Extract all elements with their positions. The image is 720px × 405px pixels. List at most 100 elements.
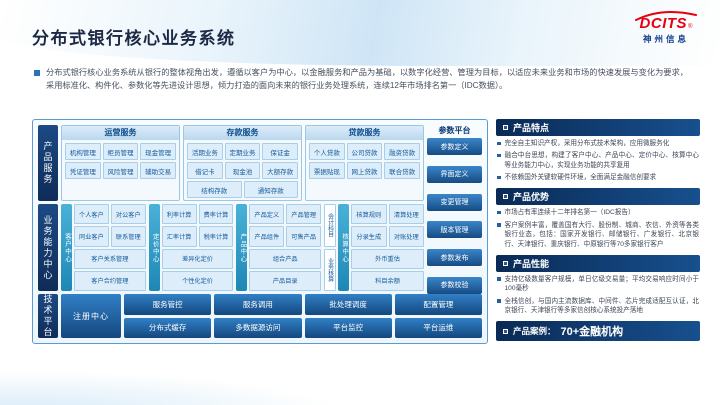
group-title: 存款服务	[184, 126, 301, 140]
capability-chip: 对账处理	[388, 226, 424, 247]
bullet-item: 客户案例丰富，覆盖国有大行、股份制、城商、农信、外资等各类银行业态，包括：国家开…	[497, 221, 699, 249]
tech-item: 批处理调度	[304, 294, 392, 315]
capability-chip: 科目余额	[351, 270, 424, 291]
accounting-subject-box: 会计科目	[324, 204, 337, 247]
product-center-group: 产品中心 产品定义 产品管理 产品组件 可售产品 组合产品 产品目录	[236, 204, 322, 291]
capability-chip: 对公客户	[110, 204, 146, 225]
logo-company-name: 神州信息	[642, 34, 689, 44]
bullet-item: 市场占有率连续十二年排名第一（IDC报告）	[497, 208, 699, 217]
case-label: 产品案例：	[513, 326, 556, 337]
group-title: 贷款服务	[306, 126, 423, 140]
loan-service-group: 贷款服务 个人贷款 公司贷款 融资贷款 票据贴现 网上贷款 联合贷款	[305, 125, 424, 201]
parameter-platform-column: 参数平台 参数定义 界面定义 变更管理 版本管理 参数发布 参数校验	[427, 125, 482, 294]
tech-item: 服务调用	[214, 294, 302, 315]
service-chip: 活期业务	[187, 143, 223, 160]
service-chip: 大额存款	[262, 162, 298, 179]
tech-item: 多数据源访问	[214, 317, 302, 338]
bullet-marker-icon	[497, 153, 501, 158]
bullet-item: 完全自主知识产权，采用分布式技术架构，应用微服务化	[497, 139, 699, 148]
bullet-item: 支持亿级数量客户规模，单日亿级交易量；平均交易响应时间小于100毫秒	[497, 275, 699, 294]
section-title: 产品性能	[513, 258, 550, 269]
service-chip: 柜员管理	[102, 143, 139, 160]
case-value: 70+金融机构	[560, 326, 624, 339]
logo-brand-text: DCITS	[639, 15, 688, 32]
product-performance-section: 产品性能 支持亿级数量客户规模，单日亿级交易量；平均交易响应时间小于100毫秒 …	[496, 254, 700, 316]
panel-square-icon	[503, 194, 508, 200]
group-title: 运营服务	[62, 126, 179, 140]
service-chip: 保证金	[262, 143, 298, 160]
center-label: 客户中心	[61, 204, 72, 291]
param-item: 版本管理	[427, 221, 482, 239]
bullet-marker-icon	[497, 223, 501, 227]
capability-chip: 汇率计算	[161, 226, 197, 247]
bullet-text: 市场占有率连续十二年排名第一（IDC报告）	[504, 209, 635, 217]
service-chip: 结构存款	[187, 181, 242, 198]
product-features-section: 产品特点 完全自主知识产权，采用分布式技术架构，应用微服务化 融合中台思想，构建…	[496, 119, 700, 183]
bullet-marker-icon	[497, 141, 501, 145]
product-cases-section: 产品案例： 70+金融机构	[496, 321, 700, 342]
param-item: 参数定义	[427, 138, 482, 155]
service-chip: 票据贴现	[309, 162, 345, 179]
service-chip: 凭证管理	[65, 162, 101, 179]
bullet-marker-icon	[497, 210, 501, 215]
capability-chip: 客户关系管理	[74, 248, 146, 269]
bullet-marker-icon	[497, 277, 501, 281]
capability-chip: 组合产品	[249, 248, 322, 269]
business-accounting-box: 业务核算	[324, 248, 337, 291]
service-chip: 借记卡	[187, 162, 223, 179]
tech-item: 配置管理	[394, 294, 482, 315]
bottom-gradient-wave	[0, 371, 340, 405]
service-chip: 辅助交易	[140, 162, 176, 179]
panel-square-icon	[503, 125, 508, 130]
product-advantages-section: 产品优势 市场占有率连续十二年排名第一（IDC报告） 客户案例丰富，覆盖国有大行…	[496, 188, 700, 249]
capability-chip: 差异化定价	[161, 248, 234, 269]
service-chip: 风险管理	[102, 162, 139, 179]
info-panel: 产品特点 完全自主知识产权，采用分布式技术架构，应用微服务化 融合中台思想，构建…	[496, 119, 700, 342]
param-item: 界面定义	[427, 165, 482, 183]
capability-chip: 可售产品	[286, 226, 322, 247]
capability-chip: 外币重估	[351, 248, 424, 269]
customer-center-group: 客户中心 个人客户 对公客户 同业客户 联系管理 客户关系管理 客户合约管理	[61, 204, 146, 291]
param-item: 变更管理	[427, 193, 482, 211]
service-chip: 联合贷款	[384, 162, 420, 179]
service-chip: 公司贷款	[346, 143, 383, 160]
capability-chip: 联系管理	[110, 226, 146, 247]
bullet-item: 全栈信创，与国内主流数据库、中间件、芯片完成适配互认证，北京银行、天津银行等多家…	[497, 297, 699, 316]
top-gradient-band	[0, 0, 720, 66]
row-label-product-services: 产品服务	[38, 125, 58, 201]
capability-chip: 产品管理	[286, 204, 322, 225]
capability-chip: 产品组件	[249, 226, 285, 247]
bullet-text: 支持亿级数量客户规模，单日亿级交易量；平均交易响应时间小于100毫秒	[504, 275, 700, 293]
panel-square-icon	[503, 260, 508, 266]
center-label: 产品中心	[236, 204, 248, 291]
operations-service-group: 运营服务 机构管理 柜员管理 现金管理 凭证管理 风险管理 辅助交易	[61, 125, 180, 201]
service-chip: 个人贷款	[309, 143, 345, 160]
service-chip: 定期业务	[224, 143, 261, 160]
center-label: 核算中心	[338, 204, 350, 291]
deposit-service-group: 存款服务 活期业务 定期业务 保证金 借记卡 现金池 大额存款 结构存款 通知存…	[183, 125, 302, 201]
product-services-row: 产品服务 运营服务 机构管理 柜员管理 现金管理 凭证管理 风险管理 辅助交易	[38, 125, 482, 201]
service-chip: 融资贷款	[384, 143, 420, 160]
capability-chip: 清算处理	[388, 204, 424, 225]
section-title: 产品优势	[513, 192, 550, 203]
main-area: 产品服务 运营服务 机构管理 柜员管理 现金管理 凭证管理 风险管理 辅助交易	[32, 119, 700, 344]
tech-item: 分布式缓存	[124, 317, 212, 338]
capability-chip: 个性化定价	[161, 270, 234, 291]
section-header: 产品特点	[496, 119, 700, 136]
page-title: 分布式银行核心业务系统	[32, 29, 236, 48]
capability-chip: 分录生成	[351, 226, 387, 247]
tech-platform-row: 技术平台 注册中心 服务管控 服务调用 批处理调度 配置管理 分布式缓存 多数据…	[38, 294, 482, 338]
tech-item: 平台监控	[304, 317, 392, 338]
service-chip: 通知存款	[243, 181, 298, 198]
capability-center-row: 业务能力中心 客户中心 个人客户 对公客户 同业客户 联系管理 客户关系管理 客…	[38, 204, 482, 291]
capability-chip: 客户合约管理	[74, 270, 146, 291]
capability-chip: 费率计算	[198, 204, 234, 225]
registry-center-button: 注册中心	[61, 294, 121, 338]
pricing-center-group: 定价中心 利率计算 费率计算 汇率计算 税率计算 差异化定价 个性化定价	[148, 204, 234, 291]
accounting-center-group: 会计科目 业务核算 核算中心 核算规则 清算处理 分录生成 对账处理 外币重估 …	[324, 204, 424, 291]
center-label: 定价中心	[148, 204, 160, 291]
bullet-item: 融合中台思想，构建了客户中心、产品中心、定价中心、核算中心等业务能力中心，实现业…	[497, 151, 699, 170]
capability-chip: 利率计算	[161, 204, 197, 225]
bullet-text: 融合中台思想，构建了客户中心、产品中心、定价中心、核算中心等业务能力中心，实现业…	[504, 152, 700, 169]
company-logo: DCITS ® 神州信息	[634, 10, 698, 45]
